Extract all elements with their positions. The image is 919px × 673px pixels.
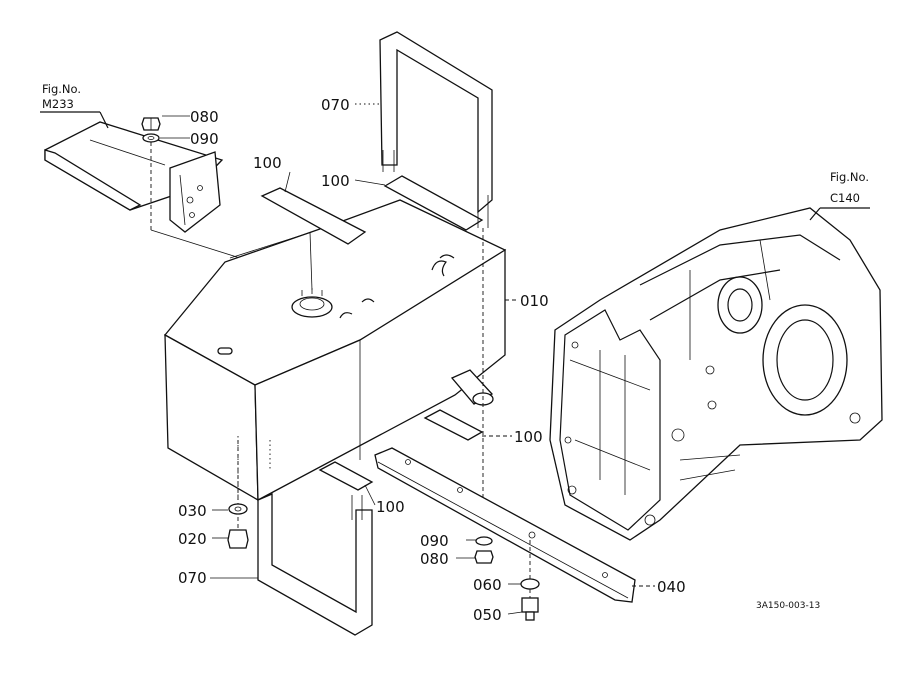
callout-020: 020 bbox=[178, 530, 207, 548]
callout-100-c: 100 bbox=[514, 428, 543, 446]
washer-030 bbox=[228, 503, 248, 515]
callout-070-top: 070 bbox=[321, 96, 350, 114]
mounting-bracket bbox=[40, 111, 224, 233]
nut-080-bottom bbox=[474, 550, 494, 564]
washer-090-bottom bbox=[475, 536, 493, 546]
support-rail-040 bbox=[374, 447, 636, 603]
bolt-080-top bbox=[141, 117, 161, 131]
callout-060: 060 bbox=[473, 576, 502, 594]
callout-030: 030 bbox=[178, 502, 207, 520]
callout-090-bottom: 090 bbox=[420, 532, 449, 550]
callouts: 070 080 090 100 100 010 100 100 030 020 … bbox=[178, 96, 686, 624]
washer-090-top bbox=[142, 133, 160, 143]
leader-lines bbox=[160, 103, 655, 615]
ref-c140-line1: Fig.No. bbox=[830, 170, 869, 184]
callout-010: 010 bbox=[520, 292, 549, 310]
callout-050: 050 bbox=[473, 606, 502, 624]
drawing-code: 3A150-003-13 bbox=[756, 601, 820, 611]
rubber-strip-100d bbox=[318, 461, 374, 491]
ref-c140-line2: C140 bbox=[830, 191, 860, 205]
callout-080-bottom: 080 bbox=[420, 550, 449, 568]
rubber-strip-100c bbox=[423, 409, 484, 441]
callout-040: 040 bbox=[657, 578, 686, 596]
ref-fig-m233: Fig.No. M233 bbox=[42, 82, 81, 111]
rubber-strip-100a bbox=[260, 187, 367, 245]
callout-080-top: 080 bbox=[190, 108, 219, 126]
fuel-tank bbox=[164, 199, 507, 502]
washer-060 bbox=[520, 578, 540, 590]
callout-100-b: 100 bbox=[321, 172, 350, 190]
bolt-050 bbox=[521, 597, 539, 621]
tank-strap-070-top bbox=[379, 31, 493, 228]
transmission-case bbox=[549, 207, 883, 541]
callout-100-a: 100 bbox=[253, 154, 282, 172]
ref-fig-c140: Fig.No. C140 bbox=[830, 170, 869, 205]
tank-strap-070-bottom bbox=[257, 493, 373, 636]
ref-m233-line1: Fig.No. bbox=[42, 82, 81, 96]
ref-m233-line2: M233 bbox=[42, 97, 74, 111]
rubber-strip-100b bbox=[383, 175, 484, 231]
nut-020 bbox=[227, 529, 249, 549]
callout-100-d: 100 bbox=[376, 498, 405, 516]
callout-070-bottom: 070 bbox=[178, 569, 207, 587]
callout-090-top: 090 bbox=[190, 130, 219, 148]
